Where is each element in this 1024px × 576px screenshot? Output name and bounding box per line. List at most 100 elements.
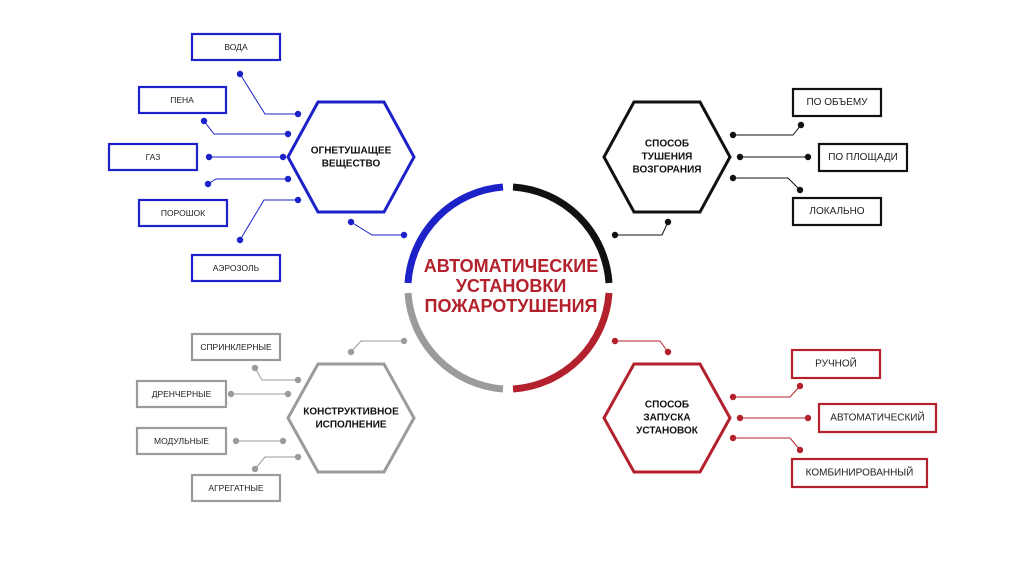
hex-title-line-2: ЗАПУСКА: [643, 413, 690, 424]
item-box-voda: [190, 32, 282, 62]
item-box-lokalno: [791, 196, 883, 227]
item-box-po-obemu: [791, 87, 883, 118]
connector-voda: [239, 73, 298, 115]
item-box-pena: [137, 85, 228, 115]
node-dot: [279, 153, 287, 161]
item-box-kombinirovanny: [790, 457, 929, 489]
item-label-po-ploshchadi: ПО ПЛОЩАДИ: [828, 152, 898, 163]
hex-title-line-1: СПОСОБ: [645, 139, 689, 150]
node-dot: [236, 70, 244, 78]
hex-title-line-1: ОГНЕТУШАЩЕЕ: [311, 146, 392, 157]
node-dot: [347, 218, 355, 226]
node-dot: [204, 180, 212, 188]
item-label-ruchnoy: РУЧНОЙ: [815, 357, 857, 370]
node-dot: [347, 348, 355, 356]
connector-center-to-agent: [350, 221, 404, 236]
center-ring: [404, 183, 613, 393]
node-dot: [232, 437, 240, 445]
item-box-avtomaticheskiy: [817, 402, 938, 434]
item-label-sprinklernye: СПРИНКЛЕРНЫЕ: [200, 342, 272, 352]
node-dot: [796, 382, 804, 390]
item-box-poroshok: [137, 198, 229, 228]
node-dot: [251, 364, 259, 372]
item-label-gaz: ГАЗ: [146, 152, 161, 162]
item-box-po-ploshchadi: [817, 142, 909, 173]
node-dot: [279, 437, 287, 445]
item-label-aerozol: АЭРОЗОЛЬ: [213, 263, 260, 273]
node-dot: [205, 153, 213, 161]
node-dot: [729, 174, 737, 182]
node-dot: [251, 465, 259, 473]
center-title: АВТОМАТИЧЕСКИЕ УСТАНОВКИ ПОЖАРОТУШЕНИЯ: [424, 256, 598, 316]
ring-arc-gray: [404, 292, 504, 393]
group-extinguishing-agent: ОГНЕТУШАЩЕЕ ВЕЩЕСТВО ВОДА ПЕНА ГАЗ ПОРОШ…: [107, 32, 416, 283]
item-label-lokalno: ЛОКАЛЬНО: [809, 206, 864, 217]
item-box-gaz: [107, 142, 199, 172]
node-dot: [227, 390, 235, 398]
item-label-agregatnye: АГРЕГАТНЫЕ: [208, 483, 264, 493]
hex-title-line-1: СПОСОБ: [645, 400, 689, 411]
node-dot: [729, 393, 737, 401]
node-dot: [284, 390, 292, 398]
item-label-voda: ВОДА: [224, 42, 248, 52]
item-label-pena: ПЕНА: [170, 95, 194, 105]
node-dot: [200, 117, 208, 125]
hex-title-line-3: ВОЗГОРАНИЯ: [633, 165, 702, 176]
ring-arc-red: [512, 292, 613, 393]
item-box-ruchnoy: [790, 348, 882, 380]
item-box-drenchernye: [135, 379, 228, 409]
group-launch-method: СПОСОБ ЗАПУСКА УСТАНОВОК РУЧНОЙ АВТОМАТИ…: [602, 337, 938, 489]
node-dot: [664, 218, 672, 226]
connector-center-to-method: [615, 221, 669, 236]
hexagon-design: [286, 362, 416, 474]
node-dot: [804, 414, 812, 422]
ring-arc-black: [512, 183, 613, 284]
node-dot: [294, 110, 302, 118]
center-title-line-2: УСТАНОВКИ: [456, 276, 567, 296]
item-label-modulnye: МОДУЛЬНЫЕ: [154, 436, 209, 446]
node-dot: [796, 446, 804, 454]
hex-title-line-2: ТУШЕНИЯ: [642, 152, 693, 163]
hexagon-extinguishing-agent: [286, 100, 416, 214]
item-label-poroshok: ПОРОШОК: [161, 208, 205, 218]
center-title-line-3: ПОЖАРОТУШЕНИЯ: [425, 296, 598, 316]
node-dot: [400, 337, 408, 345]
hexagon-launch-method: [602, 362, 732, 474]
center-title-line-1: АВТОМАТИЧЕСКИЕ: [424, 256, 598, 276]
hex-title-line-3: УСТАНОВОК: [636, 426, 699, 437]
node-dot: [284, 130, 292, 138]
hex-title-line-2: ИСПОЛНЕНИЕ: [315, 420, 386, 431]
item-label-drenchernye: ДРЕНЧЕРНЫЕ: [152, 389, 212, 399]
node-dot: [736, 414, 744, 422]
connector-po-obemu: [733, 124, 802, 136]
node-dot: [294, 453, 302, 461]
group-design: КОНСТРУКТИВНОЕ ИСПОЛНЕНИЕ СПРИНКЛЕРНЫЕ Д…: [135, 332, 416, 503]
hexagon-sublimation-method: [602, 100, 732, 214]
item-box-agregatnye: [190, 473, 282, 503]
hex-title-line-2: ВЕЩЕСТВО: [322, 159, 381, 170]
node-dot: [294, 196, 302, 204]
node-dot: [664, 348, 672, 356]
item-box-modulnye: [135, 426, 228, 456]
connector-aerozol: [239, 199, 298, 241]
item-label-avtomaticheskiy: АВТОМАТИЧЕСКИЙ: [830, 411, 924, 424]
item-label-kombinirovanny: КОМБИНИРОВАННЫЙ: [806, 466, 914, 479]
group-sublimation-method: СПОСОБ ТУШЕНИЯ ВОЗГОРАНИЯ ПО ОБЪЕМУ ПО П…: [602, 87, 909, 239]
node-dot: [236, 236, 244, 244]
node-dot: [294, 376, 302, 384]
node-dot: [284, 175, 292, 183]
item-box-sprinklernye: [190, 332, 282, 362]
ring-arc-blue: [404, 183, 504, 284]
node-dot: [796, 186, 804, 194]
item-label-po-obemu: ПО ОБЪЕМУ: [806, 97, 868, 108]
item-box-aerozol: [190, 253, 282, 283]
node-dot: [729, 434, 737, 442]
node-dot: [797, 121, 805, 129]
connector-sprinklernye: [254, 367, 298, 381]
hex-title-line-1: КОНСТРУКТИВНОЕ: [303, 407, 399, 418]
node-dot: [736, 153, 744, 161]
node-dot: [729, 131, 737, 139]
node-dot: [804, 153, 812, 161]
connector-ruchnoy: [733, 385, 801, 398]
